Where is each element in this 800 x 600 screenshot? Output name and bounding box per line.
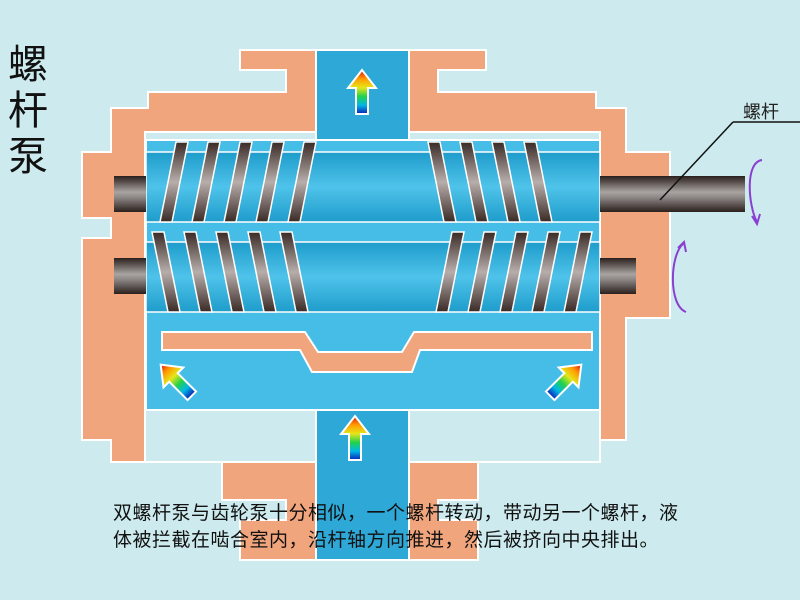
caption-line-2: 体被拦截在啮合室内，沿杆轴方向推进，然后被挤向中央排出。 <box>113 529 660 551</box>
caption-line-1: 双螺杆泵与齿轮泵十分相似，一个螺杆转动，带动另一个螺杆，液 <box>113 502 679 524</box>
rotation-arrow-upper-icon <box>748 159 763 227</box>
title-char-3: 泵 <box>8 134 48 180</box>
title-char-1: 螺 <box>8 42 48 88</box>
drive-shaft <box>600 176 745 212</box>
screw-label: 螺杆 <box>743 102 779 123</box>
diagram-title: 螺 杆 泵 <box>8 42 52 180</box>
title-char-2: 杆 <box>8 88 48 134</box>
caption: 双螺杆泵与齿轮泵十分相似，一个螺杆转动，带动另一个螺杆，液 体被拦截在啮合室内，… <box>113 500 800 554</box>
shafts <box>114 176 745 294</box>
rotation-arrow-lower-icon <box>671 239 687 313</box>
screw-label-leader <box>659 121 800 201</box>
